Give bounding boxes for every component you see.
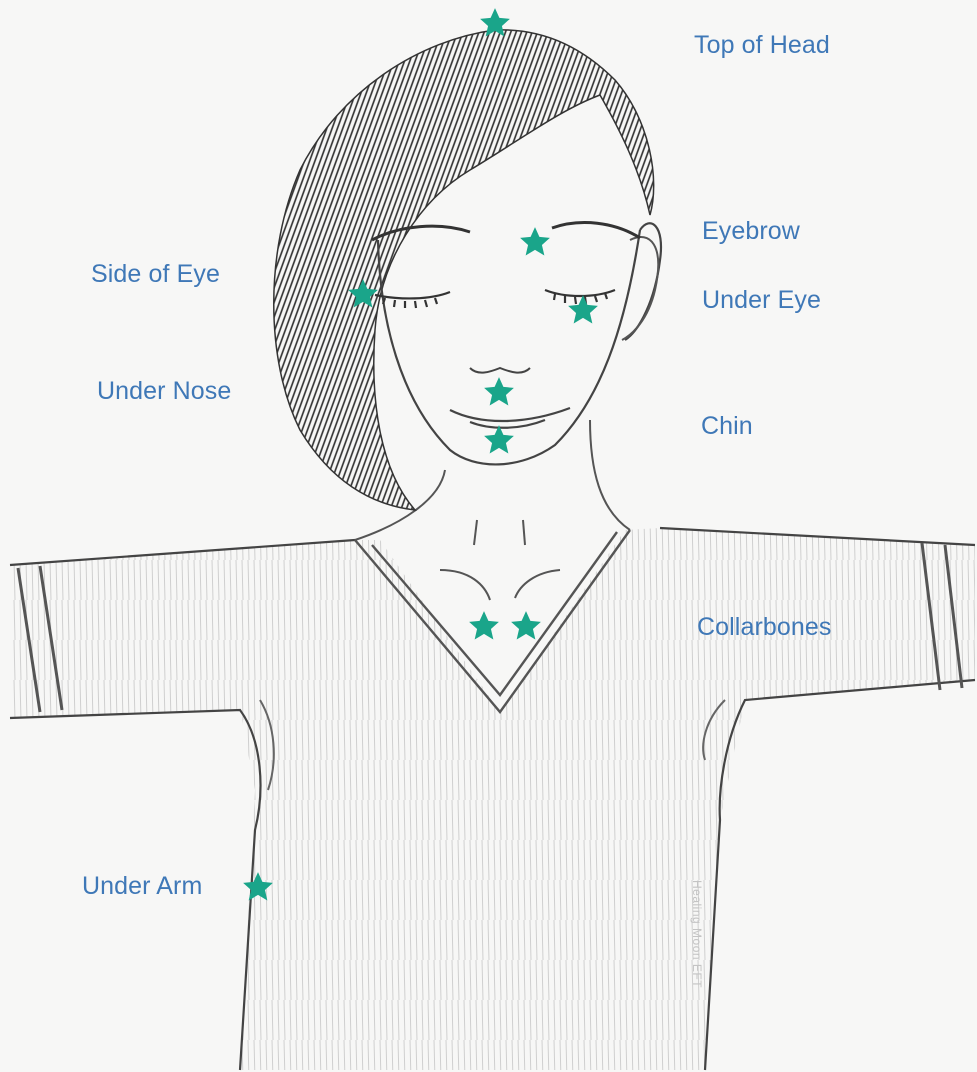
label-side-of-eye: Side of Eye bbox=[91, 259, 220, 289]
label-top-of-head: Top of Head bbox=[694, 30, 830, 60]
face-outline bbox=[378, 223, 661, 464]
collarbone-lines bbox=[440, 520, 560, 600]
label-under-eye: Under Eye bbox=[702, 285, 821, 315]
label-under-nose: Under Nose bbox=[97, 376, 231, 406]
star-icon bbox=[467, 609, 501, 643]
star-icon bbox=[478, 6, 512, 40]
label-under-arm: Under Arm bbox=[82, 871, 202, 901]
star-icon bbox=[346, 277, 380, 311]
star-icon bbox=[518, 225, 552, 259]
star-icon bbox=[241, 870, 275, 904]
watermark: Healing Moon EFT bbox=[690, 880, 704, 988]
hair bbox=[274, 30, 654, 510]
label-collarbones: Collarbones bbox=[697, 612, 832, 642]
label-eyebrow: Eyebrow bbox=[702, 216, 800, 246]
star-icon bbox=[566, 293, 600, 327]
star-icon bbox=[482, 375, 516, 409]
star-icon bbox=[482, 423, 516, 457]
label-chin: Chin bbox=[701, 411, 753, 441]
nose bbox=[470, 368, 530, 373]
star-icon bbox=[509, 609, 543, 643]
ear bbox=[622, 237, 658, 340]
